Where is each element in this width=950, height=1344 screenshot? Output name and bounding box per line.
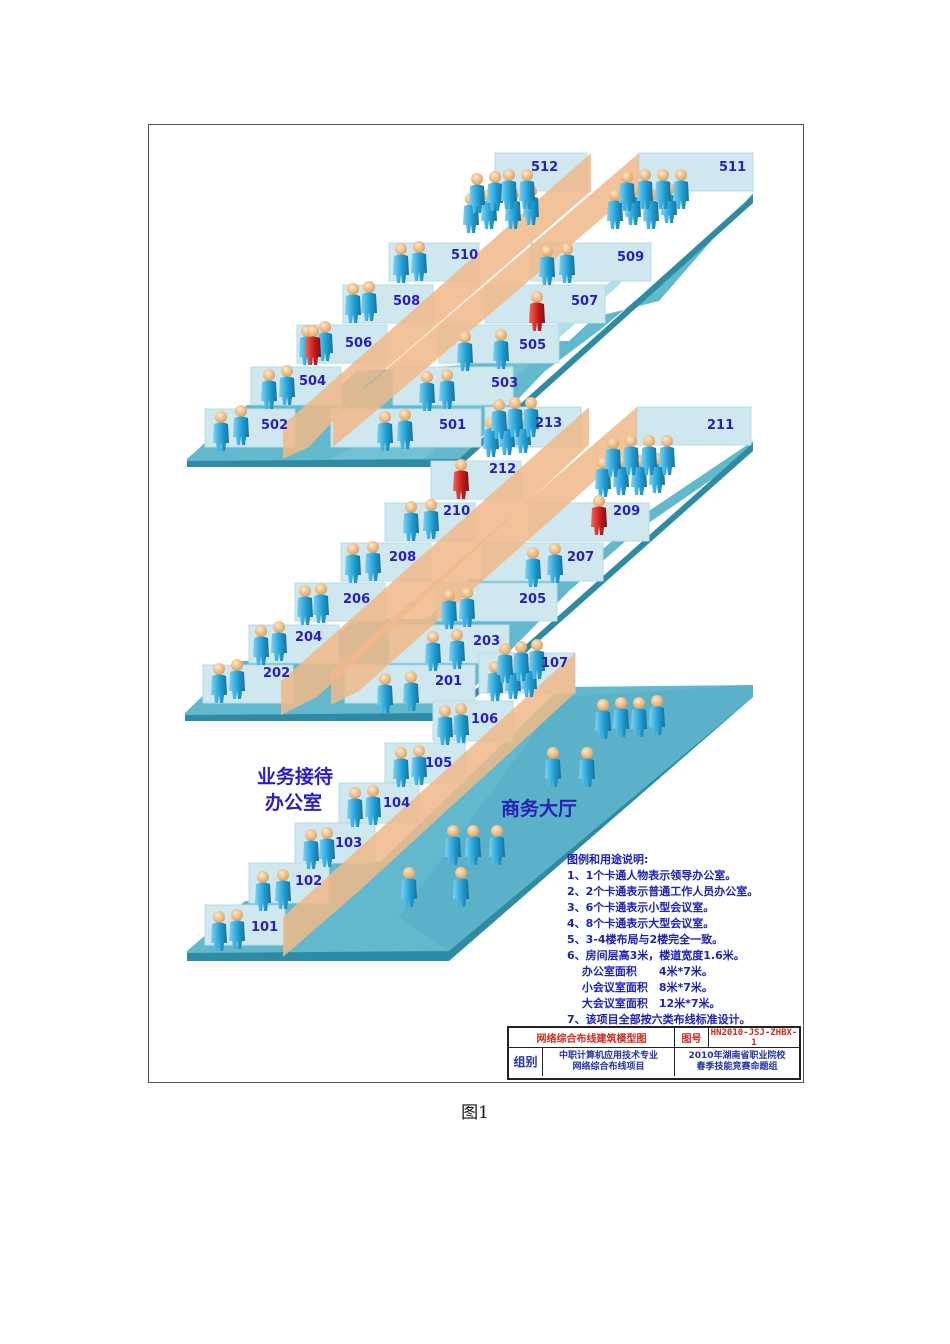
floor-5-labels: 502 504 506 508 510 512 501 503 505 507 …: [261, 160, 746, 433]
drawing-number-label: 图号: [675, 1028, 709, 1048]
group-value-line1: 中职计算机应用技术专业: [558, 1051, 658, 1061]
zone-label-hall: 商务大厅: [501, 797, 577, 820]
room-label: 207: [567, 550, 594, 565]
legend-line: 3、6个卡通表示小型会议室。: [567, 900, 714, 914]
building-model: 502 504 506 508 510 512 501 503 505 507 …: [185, 152, 758, 1026]
legend-line: 4、8个卡通表示大型会议室。: [567, 916, 714, 930]
room-label: 213: [535, 416, 562, 431]
floor-2-partition-right: [331, 407, 637, 705]
room-label: 104: [383, 796, 410, 811]
room-label: 503: [491, 376, 518, 391]
room-label: 101: [251, 920, 278, 935]
legend-line: 1、1个卡通人物表示领导办公室。: [567, 868, 736, 882]
room-label: 102: [295, 874, 322, 889]
group-value-line2: 网络综合布线项目: [572, 1062, 645, 1072]
group-label: 组别: [509, 1048, 543, 1076]
room-label: 507: [571, 294, 598, 309]
drawing-number-value: HN2010-JSJ-ZHBX-1: [709, 1027, 799, 1048]
legend: 图例和用途说明: 1、1个卡通人物表示领导办公室。 2、2个卡通表示普通工作人员…: [567, 852, 758, 1026]
room-label: 105: [425, 756, 452, 771]
legend-line: 6、房间层高3米，楼道宽度1.6米。: [567, 948, 745, 962]
room-label: 107: [541, 656, 568, 671]
floor-2-labels: 202 204 206 208 210 212 201 203 205 207 …: [263, 416, 734, 689]
floor-5-partition-left: [283, 153, 591, 459]
legend-line: 2、2个卡通表示普通工作人员办公室。: [567, 884, 758, 898]
zone-label-reception: 办公室: [265, 791, 322, 814]
room-label: 206: [343, 592, 370, 607]
legend-line: 小会议室面积 8米*7米。: [567, 980, 713, 994]
room-label: 201: [435, 674, 462, 689]
room-label: 202: [263, 666, 290, 681]
room-label: 502: [261, 418, 288, 433]
floor-1-partition: [283, 653, 575, 957]
floor-2-partition-left: [281, 407, 589, 715]
room-label: 508: [393, 294, 420, 309]
room-label: 512: [531, 160, 558, 175]
room-label: 511: [719, 160, 746, 175]
legend-line: 5、3-4楼布局与2楼完全一致。: [567, 932, 723, 946]
issuer-line2: 春季技能竞赛命题组: [696, 1062, 778, 1072]
group-value: 中职计算机应用技术专业 网络综合布线项目: [543, 1048, 675, 1076]
floor-1-labels: 101 102 103 104 105 106 107 业务接待 办公室 商务大…: [251, 656, 577, 935]
room-label: 203: [473, 634, 500, 649]
room-label: 501: [439, 418, 466, 433]
room-label: 106: [471, 712, 498, 727]
room-label: 210: [443, 504, 470, 519]
floor-5-partition-right: [333, 153, 639, 447]
room-label: 504: [299, 374, 326, 389]
room-label: 506: [345, 336, 372, 351]
room-label: 103: [335, 836, 362, 851]
room-label: 505: [519, 338, 546, 353]
figure-caption: 图1: [461, 1103, 489, 1123]
room-label: 212: [489, 462, 516, 477]
drawing-name: 网络综合布线建筑模型图: [509, 1028, 675, 1048]
title-block: 网络综合布线建筑模型图 图号 HN2010-JSJ-ZHBX-1 组别 中职计算…: [507, 1026, 801, 1080]
legend-title: 图例和用途说明:: [567, 852, 648, 866]
floor-1-hall: [399, 685, 753, 951]
issuer-line1: 2010年湖南省职业院校: [688, 1051, 786, 1061]
drawing-frame: 502 504 506 508 510 512 501 503 505 507 …: [148, 124, 804, 1083]
room-label: 205: [519, 592, 546, 607]
room-label: 509: [617, 250, 644, 265]
legend-line: 办公室面积 4米*7米。: [567, 964, 713, 978]
room-label: 204: [295, 630, 322, 645]
room-label: 510: [451, 248, 478, 263]
legend-line: 7、该项目全部按六类布线标准设计。: [567, 1012, 751, 1026]
legend-line: 大会议室面积 12米*7米。: [567, 996, 721, 1010]
room-label: 209: [613, 504, 640, 519]
room-label: 208: [389, 550, 416, 565]
room-label: 211: [707, 418, 734, 433]
zone-label-reception: 业务接待: [257, 765, 333, 788]
issuer: 2010年湖南省职业院校 春季技能竞赛命题组: [675, 1048, 799, 1076]
